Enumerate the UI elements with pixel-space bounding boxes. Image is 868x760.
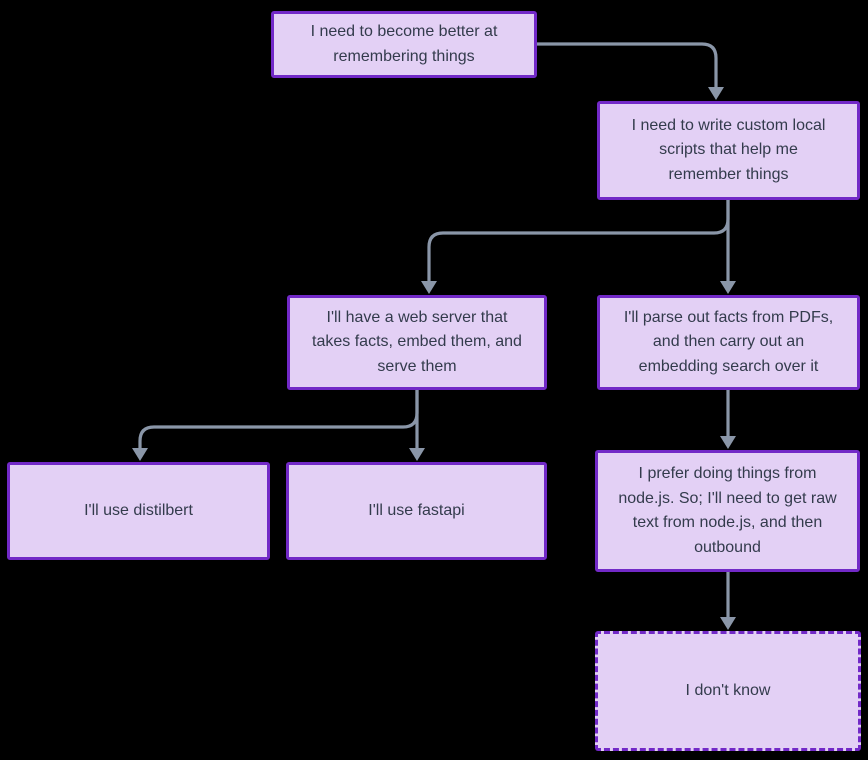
node-use-distilbert: I'll use distilbert: [7, 462, 270, 560]
edge-arrow-B-C: [421, 200, 730, 294]
node-use-fastapi: I'll use fastapi: [286, 462, 547, 560]
node-label: I'll use fastapi: [368, 501, 465, 519]
node-label: I don't know: [685, 681, 771, 699]
node-dont-know: I don't know: [595, 631, 861, 751]
node-web-server-embed-facts: I'll have a web server that takes facts,…: [287, 295, 547, 390]
node-label: I'll have a web server that takes facts,…: [312, 308, 522, 375]
edge-arrow-G-H: [720, 572, 736, 630]
node-label: I need to become better at remembering t…: [310, 23, 498, 65]
edge-arrow-C-F: [409, 390, 425, 461]
node-label: I'll use distilbert: [84, 501, 193, 519]
node-label: I'll parse out facts from PDFs, and then…: [623, 308, 834, 375]
edge-arrow-C-E: [132, 390, 419, 461]
node-nodejs-raw-text: I prefer doing things from node.js. So; …: [595, 450, 860, 572]
edge-arrow-B-D: [720, 200, 736, 294]
node-parse-pdfs-embedding-search: I'll parse out facts from PDFs, and then…: [597, 295, 860, 390]
node-custom-local-scripts: I need to write custom local scripts tha…: [597, 101, 860, 200]
edge-arrow-D-G: [720, 390, 736, 449]
node-label: I prefer doing things from node.js. So; …: [618, 465, 837, 556]
node-label: I need to write custom local scripts tha…: [631, 116, 826, 183]
edge-arrow-A-B: [537, 42, 724, 100]
node-become-better-at-remembering: I need to become better at remembering t…: [271, 11, 537, 78]
